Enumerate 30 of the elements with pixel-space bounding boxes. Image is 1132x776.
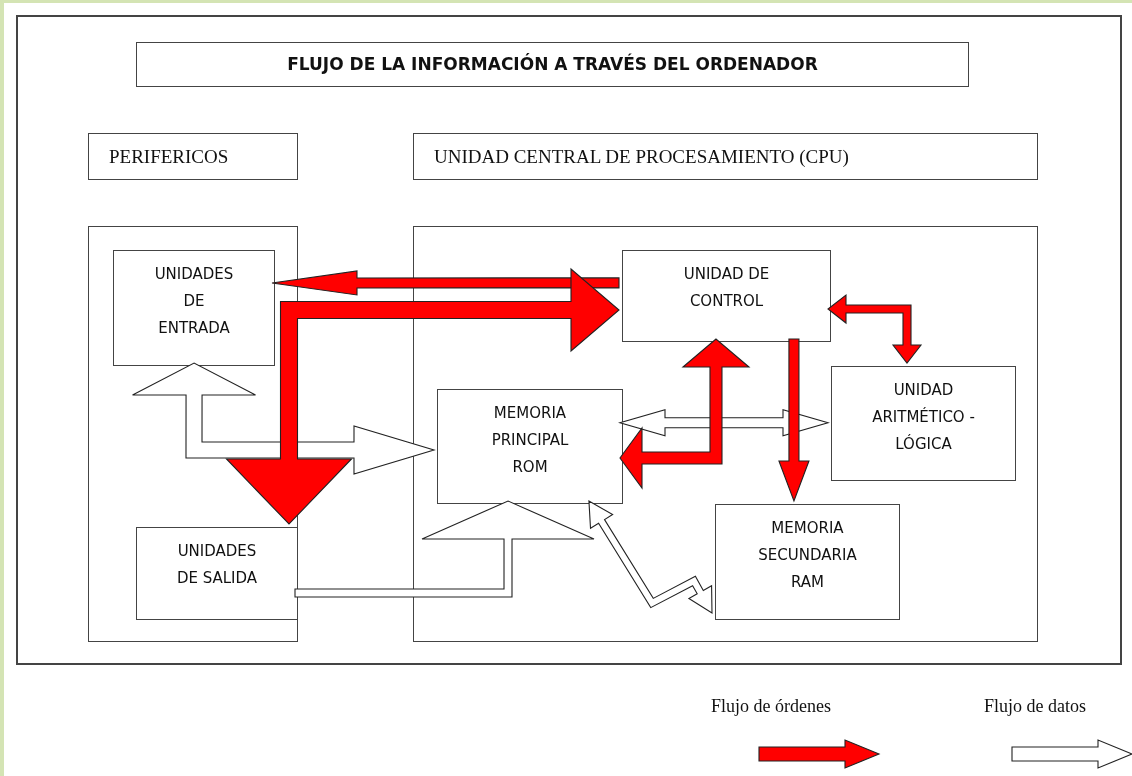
unit-box	[715, 504, 900, 620]
legend-label: Flujo de datos	[984, 696, 1086, 717]
header-box	[88, 133, 298, 180]
unit-label: UNIDADES DE ENTRADA	[153, 264, 235, 339]
unit-label: UNIDAD ARITMÉTICO - LÓGICA	[871, 380, 976, 455]
title-box	[136, 42, 969, 87]
unit-box	[136, 527, 298, 620]
section-heading: PERIFERICOS	[108, 145, 230, 169]
block-arrow	[294, 500, 595, 598]
unit-box	[113, 250, 275, 366]
unit-label: UNIDAD DE CONTROL	[682, 264, 771, 312]
block-arrow	[225, 267, 620, 525]
block-arrow	[271, 270, 620, 296]
block-arrow	[619, 338, 751, 490]
header-box	[413, 133, 1038, 180]
block-arrow	[827, 293, 923, 364]
unit-box	[831, 366, 1016, 481]
unit-box	[622, 250, 831, 342]
unit-label: MEMORIA PRINCIPAL ROM	[490, 403, 570, 478]
section-heading: UNIDAD CENTRAL DE PROCESAMIENTO (CPU)	[433, 145, 850, 169]
unit-box	[437, 389, 623, 504]
unit-label: MEMORIA SECUNDARIA RAM	[757, 518, 858, 593]
container-box	[413, 226, 1038, 642]
block-arrow	[778, 338, 810, 503]
unit-label: UNIDADES DE SALIDA	[175, 541, 259, 589]
block-arrow	[588, 500, 713, 615]
container-box	[16, 15, 1122, 665]
legend-label: Flujo de órdenes	[711, 696, 831, 717]
title: FLUJO DE LA INFORMACIÓN A TRAVÉS DEL ORDENADOR	[286, 52, 819, 76]
block-arrow	[132, 362, 436, 475]
